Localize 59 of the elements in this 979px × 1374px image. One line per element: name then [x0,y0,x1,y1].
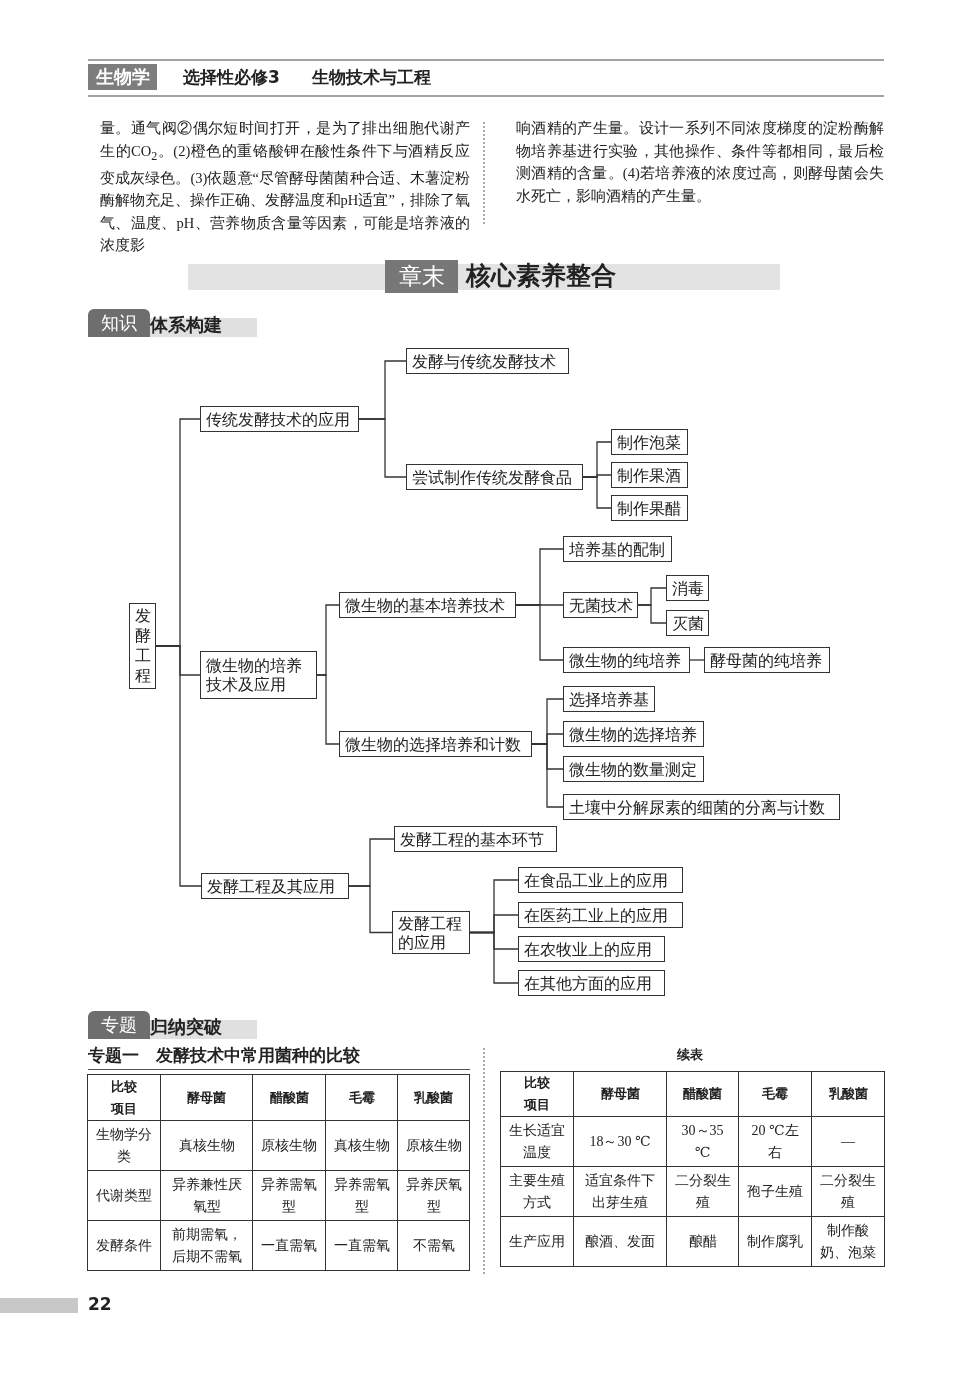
header-text: 选择性必修3 [183,66,280,89]
concept-box: 土壤中分解尿素的细菌的分离与计数 [563,794,840,820]
concept-box: 微生物的选择培养 [563,721,704,747]
concept-box: 发酵工程及其应用 [201,873,349,899]
connector-line [316,674,340,745]
chapter-tag: 章末 [385,260,458,293]
table-caption: 续表 [676,1046,704,1064]
concept-box: 在农牧业上的应用 [518,936,665,962]
paragraph: 量。通气阀②偶尔短时间打开，是为了排出细胞代谢产生的CO$_{2}$。(2)橙色的重铬酸钾在酸性条件下与酒精反应变成灰绿色。(3)依题意“尽管酵母菌菌种合适、木薯淀粉酶解物充足、操作正确、发酵温度和pH适宜”，排除了氧气、温度、pH、营养物质含量等因素，可能是培养液的浓度影 [100,119,470,256]
concept-box: 微生物的纯培养 [563,647,690,673]
concept-box: 微生物的数量测定 [563,756,704,782]
concept-box: 消毒 [666,575,709,601]
connector-line [358,418,407,478]
table-cell: 制作酸奶、泡菜 [811,1216,885,1267]
table-title: 专题一 发酵技术中常用菌种的比较 [88,1043,470,1070]
concept-box: 微生物的选择培养和计数 [339,731,532,757]
table-cell: 乳酸菌 [397,1074,470,1121]
paragraph: 响酒精的产生量。设计一系列不同浓度梯度的淀粉酶解物培养基进行实验，其他操作、条件等都相同，最后检测酒精的含量。(4)若培养液的浓度过高，则酵母菌会失水死亡，影响酒精的产生量。 [516,119,884,206]
concept-box: 发酵工程的应用 [392,911,470,954]
concept-box: 发酵工程 [129,603,156,689]
subheading: 体系构建 [150,313,257,337]
concept-box: 无菌技术 [563,592,638,618]
concept-box: 微生物的培养技术及应用 [200,651,317,699]
concept-box: 发酵与传统发酵技术 [406,348,569,374]
section-heading: 核心素养整合 [466,260,616,292]
concept-box: 制作泡菜 [611,429,688,455]
concept-box: 传统发酵技术的应用 [200,406,359,432]
concept-box: 培养基的配制 [563,536,672,562]
concept-box: 在医药工业上的应用 [518,902,683,928]
concept-box: 制作果醋 [611,495,688,521]
concept-box: 微生物的基本培养技术 [339,592,516,618]
connector-line [689,659,705,661]
connector-line [582,476,612,509]
connector-line [637,604,667,624]
concept-box: 制作果酒 [611,462,688,488]
section-tag: 知识 [88,309,150,337]
table-cell: 乳酸菌 [811,1071,885,1117]
connector-line [515,604,564,661]
connector-line [469,931,519,984]
concept-box: 选择培养基 [563,686,655,712]
connector-line [155,645,202,887]
concept-box: 发酵工程的基本环节 [394,826,557,852]
connector-line [348,885,393,934]
connector-line [531,743,564,808]
header-text: 生物技术与工程 [312,66,431,89]
table-cell: 生产应用 [500,1216,574,1267]
table-cell: 发酵条件 [87,1220,161,1271]
table-cell: 比较项目 [87,1074,161,1121]
page-number: 22 [88,1294,113,1316]
table-cell: 不需氧 [397,1220,470,1271]
concept-box: 在食品工业上的应用 [518,867,683,893]
concept-box: 在其他方面的应用 [518,970,665,996]
section-tag: 专题 [88,1011,150,1039]
concept-box: 灭菌 [666,610,709,636]
subject-tag: 生物学 [88,64,157,90]
subheading: 归纳突破 [150,1015,257,1039]
concept-box: 尝试制作传统发酵食品 [406,464,583,490]
concept-box: 酵母菌的纯培养 [704,647,830,673]
table-cell: 比较项目 [500,1071,574,1117]
